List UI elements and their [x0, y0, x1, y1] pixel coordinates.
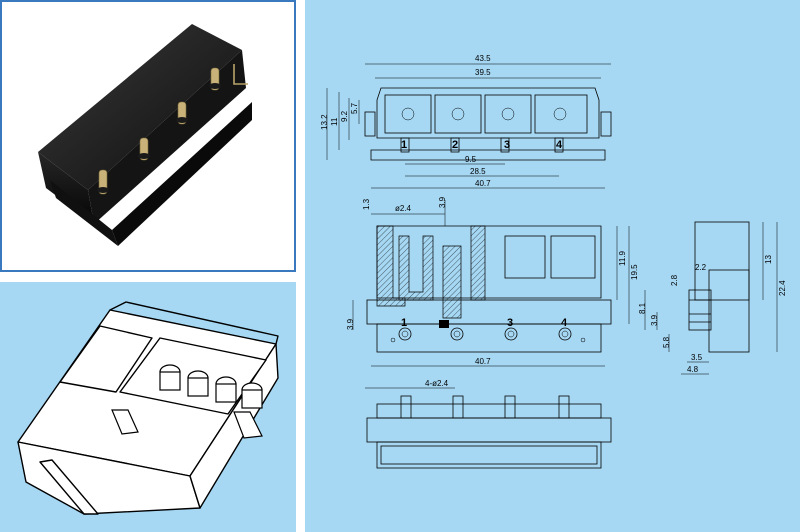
side-view: 2.2 2.8 13 22.4 8.1 3.9 5.8 3.5 4.8 — [638, 221, 787, 375]
dim-top-b: 3.9 — [438, 196, 447, 208]
dim-side-c: 8.1 — [638, 302, 647, 314]
dim-top-a: 1.3 — [362, 198, 371, 210]
dim-hole: ø2.4 — [395, 204, 412, 213]
dim-side-f: 3.5 — [691, 353, 703, 362]
product-photo — [0, 0, 296, 272]
dim-height-total: 13.2 — [320, 114, 329, 130]
dim-pitch: 9.5 — [465, 155, 477, 164]
dim-h-b: 19.5 — [630, 264, 639, 280]
isometric-drawing — [0, 282, 296, 532]
pin-label-1: 1 — [401, 139, 407, 151]
dimension-drawings: 43.5 39.5 9.5 28.5 40.7 13.2 11 9.2 5.7 … — [320, 54, 787, 469]
isometric-line-art — [17, 301, 279, 515]
dim-side-h: 13 — [764, 255, 773, 264]
dim-h-a: 11.9 — [618, 250, 627, 266]
dim-base-width: 40.7 — [475, 179, 491, 188]
dim-side-b: 2.8 — [670, 274, 679, 286]
front-pin-1: 1 — [401, 317, 407, 329]
dim-side-e: 5.8 — [662, 336, 671, 348]
dim-height-c: 5.7 — [350, 102, 359, 114]
dim-overall-width: 43.5 — [475, 54, 491, 63]
dim-inner-width: 39.5 — [475, 68, 491, 77]
pin-label-4: 4 — [556, 139, 563, 151]
front-view: 1.3 ø2.4 3.9 11.9 19.5 3.9 40.7 1 3 4 — [346, 196, 639, 367]
dim-side-h-total: 22.4 — [778, 280, 787, 296]
dim-side: 3.9 — [346, 318, 355, 330]
technical-drawing: 43.5 39.5 9.5 28.5 40.7 13.2 11 9.2 5.7 … — [305, 0, 800, 532]
top-view: 43.5 39.5 9.5 28.5 40.7 13.2 11 9.2 5.7 … — [320, 54, 612, 189]
dim-front-base-width: 40.7 — [475, 357, 491, 366]
dim-height-b: 9.2 — [340, 110, 349, 122]
dim-bottom-holes: 4-ø2.4 — [425, 379, 449, 388]
dim-height-a: 11 — [330, 117, 339, 126]
connector-photo — [38, 24, 252, 246]
dim-side-g: 4.8 — [687, 365, 699, 374]
pin-label-2: 2 — [452, 139, 458, 151]
dim-side-a: 2.2 — [695, 263, 707, 272]
bottom-view: 4-ø2.4 — [365, 379, 612, 469]
dim-side-d: 3.9 — [650, 314, 659, 326]
front-pin-3: 3 — [507, 317, 513, 329]
dim-span: 28.5 — [470, 167, 486, 176]
pin-label-3: 3 — [504, 139, 510, 151]
front-pin-4: 4 — [561, 317, 568, 329]
